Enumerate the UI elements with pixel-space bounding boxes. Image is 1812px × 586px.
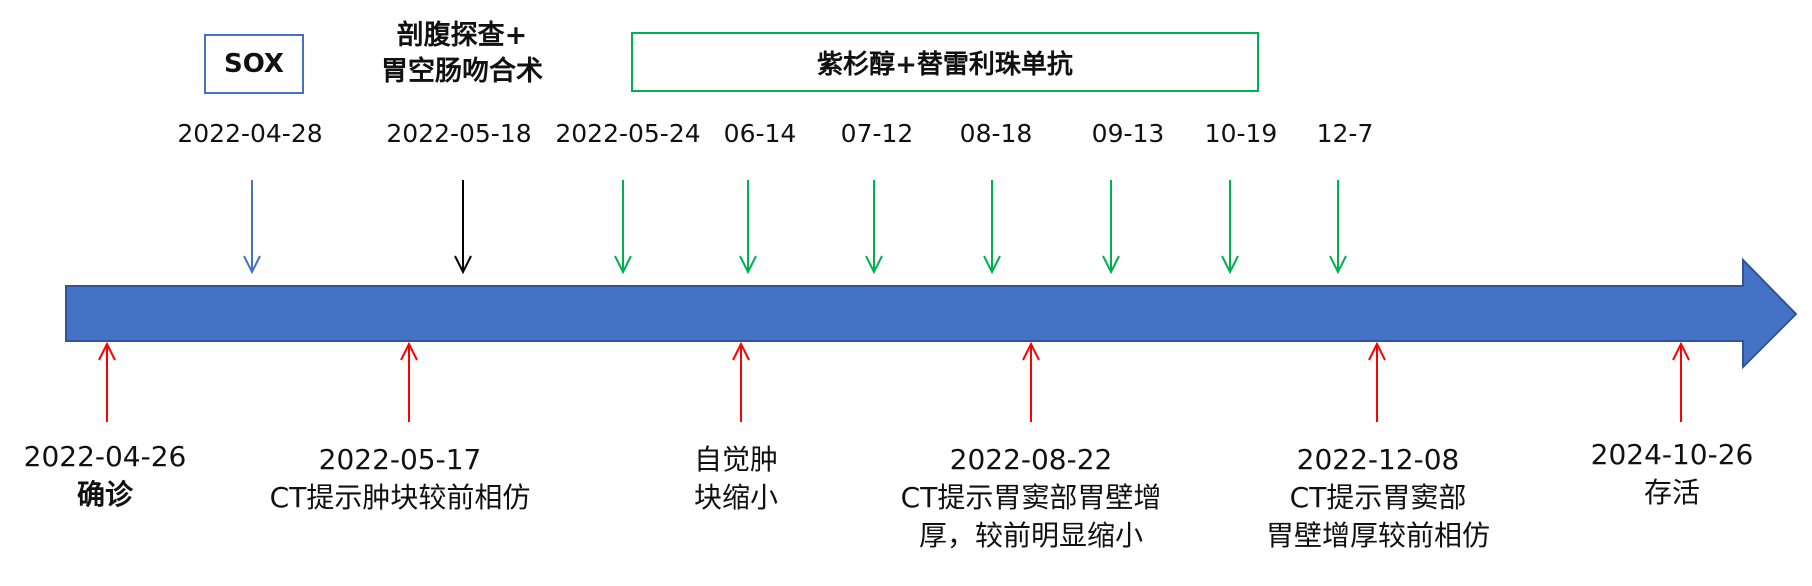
chemo-treatment-arrow [1102,180,1120,275]
event-ct-2: 2022-08-22 CT提示胃窦部胃壁增 厚，较前明显缩小 [901,441,1162,555]
chemo-treatment-arrow [1221,180,1239,275]
surgery-label-line2: 胃空肠吻合术 [381,56,543,87]
event-desc: 厚，较前明显缩小 [918,519,1143,552]
event-desc: 存活 [1643,476,1701,509]
event-desc: 自觉肿 [693,443,779,476]
surgery-label: 剖腹探查+ 胃空肠吻合术 [381,18,543,90]
event-ct-3: 2022-12-08 CT提示胃窦部 胃壁增厚较前相仿 [1266,441,1490,555]
surgery-label-line1: 剖腹探查+ [396,20,528,51]
sox-regimen-label: SOX [224,49,284,79]
timeline-axis-arrow [65,257,1798,370]
event-date: 2022-12-08 [1296,443,1460,476]
top-date: 07-12 [840,119,914,148]
event-desc: 块缩小 [693,481,779,514]
event-arrow [1368,341,1386,422]
top-date: 08-18 [959,119,1033,148]
event-survival: 2024-10-26 存活 [1591,436,1754,512]
event-diagnosis: 2022-04-26 确诊 [24,438,187,514]
sox-treatment-arrow [243,180,261,275]
event-ct-1: 2022-05-17 CT提示肿块较前相仿 [270,441,531,517]
event-date: 2024-10-26 [1590,438,1754,471]
top-date: 2022-05-18 [386,119,532,148]
event-date: 2022-08-22 [949,443,1113,476]
event-arrow [400,341,418,422]
top-date: 12-7 [1316,119,1374,148]
event-arrow [732,341,750,422]
chemo-treatment-arrow [865,180,883,275]
event-self-perceived: 自觉肿 块缩小 [694,441,778,517]
top-date: 06-14 [723,119,797,148]
event-arrow [98,341,116,422]
surgery-treatment-arrow [454,180,472,275]
event-desc: CT提示胃窦部 [1289,481,1467,514]
chemo-treatment-arrow [614,180,632,275]
event-arrow [1022,341,1040,422]
chemo-regimen-box: 紫杉醇+替雷利珠单抗 [631,32,1259,92]
event-date: 2022-05-17 [318,443,482,476]
event-desc: 确诊 [76,478,134,511]
event-date: 2022-04-26 [23,440,187,473]
top-date: 10-19 [1204,119,1278,148]
sox-regimen-box: SOX [204,34,304,94]
chemo-treatment-arrow [983,180,1001,275]
top-date: 2022-05-24 [555,119,701,148]
top-date: 2022-04-28 [177,119,323,148]
chemo-treatment-arrow [1329,180,1347,275]
event-desc: 胃壁增厚较前相仿 [1265,519,1491,552]
event-desc: CT提示肿块较前相仿 [269,481,531,514]
event-desc: CT提示胃窦部胃壁增 [900,481,1162,514]
event-arrow [1672,341,1690,422]
chemo-regimen-label: 紫杉醇+替雷利珠单抗 [817,49,1073,80]
top-date: 09-13 [1091,119,1165,148]
chemo-treatment-arrow [739,180,757,275]
